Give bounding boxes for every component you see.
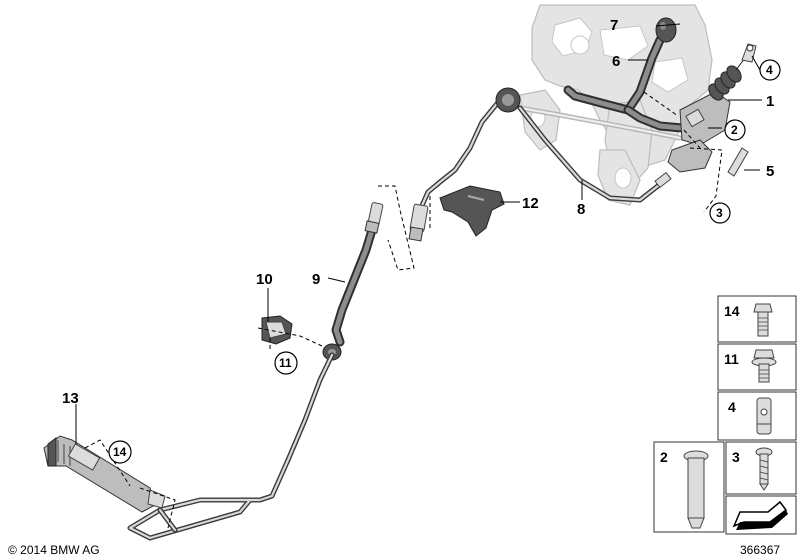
callout-9: 9 [312, 271, 320, 288]
callout-4: 4 [766, 63, 773, 77]
clevis-pin-icon [756, 397, 772, 435]
clutch-master-cylinder[interactable] [667, 57, 746, 173]
clutch-slave-cylinder[interactable] [43, 435, 166, 513]
legend-panel-4: 4 [717, 391, 797, 441]
line-coupling[interactable] [408, 203, 429, 242]
reservoir-cap[interactable] [655, 17, 677, 43]
callout-14: 14 [113, 445, 127, 459]
direction-arrow-icon [732, 500, 788, 530]
clutch-pipe[interactable] [127, 352, 335, 541]
clutch-hose[interactable] [331, 202, 384, 347]
copyright: © 2014 BMW AG [8, 543, 100, 557]
callout-7: 7 [610, 17, 618, 34]
leader-lines [75, 23, 762, 444]
flange-bolt-icon [751, 349, 777, 383]
legend-panel-14: 14 [717, 295, 797, 343]
bulkhead-grommet[interactable] [495, 87, 521, 113]
pin-icon [683, 450, 709, 529]
assembly-dash-lines [84, 91, 723, 529]
callout-3-circle: 3 [709, 202, 731, 224]
pressure-line-ghost [517, 105, 683, 141]
screw-icon [755, 447, 773, 491]
retaining-pin[interactable] [727, 147, 749, 177]
callout-3: 3 [716, 206, 723, 220]
line-bracket[interactable] [439, 185, 505, 237]
callout-12: 12 [522, 195, 539, 212]
fastener-legend: 14 11 4 [653, 295, 797, 535]
callout-13: 13 [62, 390, 79, 407]
callout-2: 2 [731, 123, 738, 137]
legend-label-11: 11 [724, 351, 739, 367]
legend-label-2: 2 [660, 449, 668, 465]
callout-11: 11 [279, 356, 292, 370]
legend-panel-2: 2 [653, 441, 725, 533]
legend-label-4: 4 [728, 399, 736, 415]
pipe-clip[interactable] [261, 315, 293, 345]
callout-5: 5 [766, 163, 774, 180]
callout-8: 8 [577, 201, 585, 218]
callout-labels: 1 2 3 4 5 6 7 8 9 10 11 12 13 14 [62, 17, 781, 464]
image-number: 366367 [740, 543, 780, 557]
legend-panel-11: 11 [717, 343, 797, 391]
legend-panel-3: 3 [725, 441, 797, 495]
reservoir-hose[interactable] [563, 35, 687, 133]
callout-2-circle: 2 [724, 119, 746, 141]
callout-10: 10 [256, 271, 273, 288]
bolt-icon [753, 303, 773, 337]
legend-panel-direction [725, 495, 797, 535]
callout-6: 6 [612, 53, 620, 70]
legend-label-3: 3 [732, 449, 740, 465]
callout-14-circle: 14 [108, 440, 132, 464]
pressure-line[interactable] [417, 97, 672, 213]
callout-4-circle: 4 [759, 59, 781, 81]
legend-label-14: 14 [724, 303, 740, 319]
callout-11-circle: 11 [274, 351, 298, 375]
callout-1: 1 [766, 93, 774, 110]
